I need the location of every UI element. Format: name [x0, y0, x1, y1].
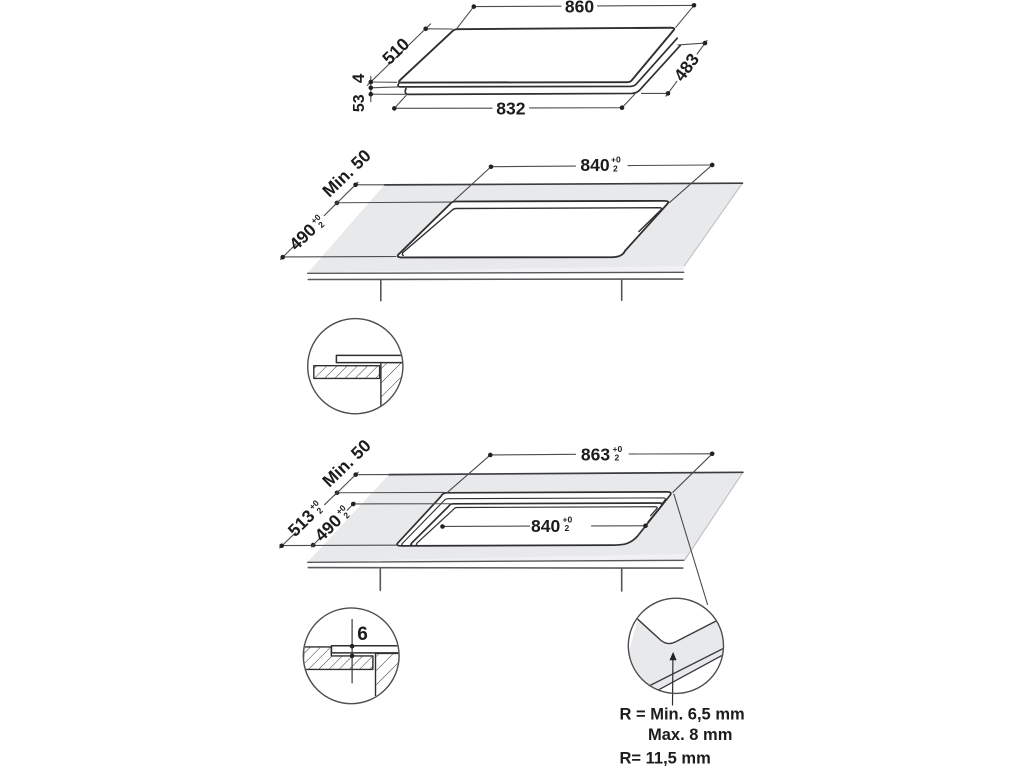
svg-text:2: 2	[565, 523, 570, 533]
svg-text:2: 2	[341, 510, 352, 521]
svg-text:832: 832	[496, 98, 525, 118]
svg-text:53: 53	[351, 94, 368, 112]
svg-text:840: 840	[580, 155, 609, 175]
svg-text:2: 2	[314, 505, 325, 516]
svg-text:510: 510	[378, 34, 413, 69]
svg-text:Max. 8 mm: Max. 8 mm	[648, 726, 732, 744]
svg-text:483: 483	[670, 49, 704, 85]
svg-text:6: 6	[357, 624, 368, 645]
svg-text:R= 11,5 mm: R= 11,5 mm	[620, 749, 711, 767]
svg-text:+0: +0	[613, 444, 623, 454]
svg-text:Min. 50: Min. 50	[318, 435, 375, 491]
svg-text:2: 2	[316, 219, 327, 230]
svg-text:860: 860	[565, 0, 594, 16]
svg-text:4: 4	[349, 73, 368, 83]
svg-text:2: 2	[613, 164, 618, 174]
svg-text:+0: +0	[563, 515, 573, 525]
svg-text:840: 840	[531, 516, 560, 536]
svg-text:863: 863	[581, 444, 610, 464]
svg-text:+0: +0	[611, 155, 621, 165]
svg-text:Min. 50: Min. 50	[318, 145, 375, 201]
svg-text:R = Min. 6,5 mm: R = Min. 6,5 mm	[620, 706, 745, 724]
svg-text:2: 2	[615, 453, 620, 463]
